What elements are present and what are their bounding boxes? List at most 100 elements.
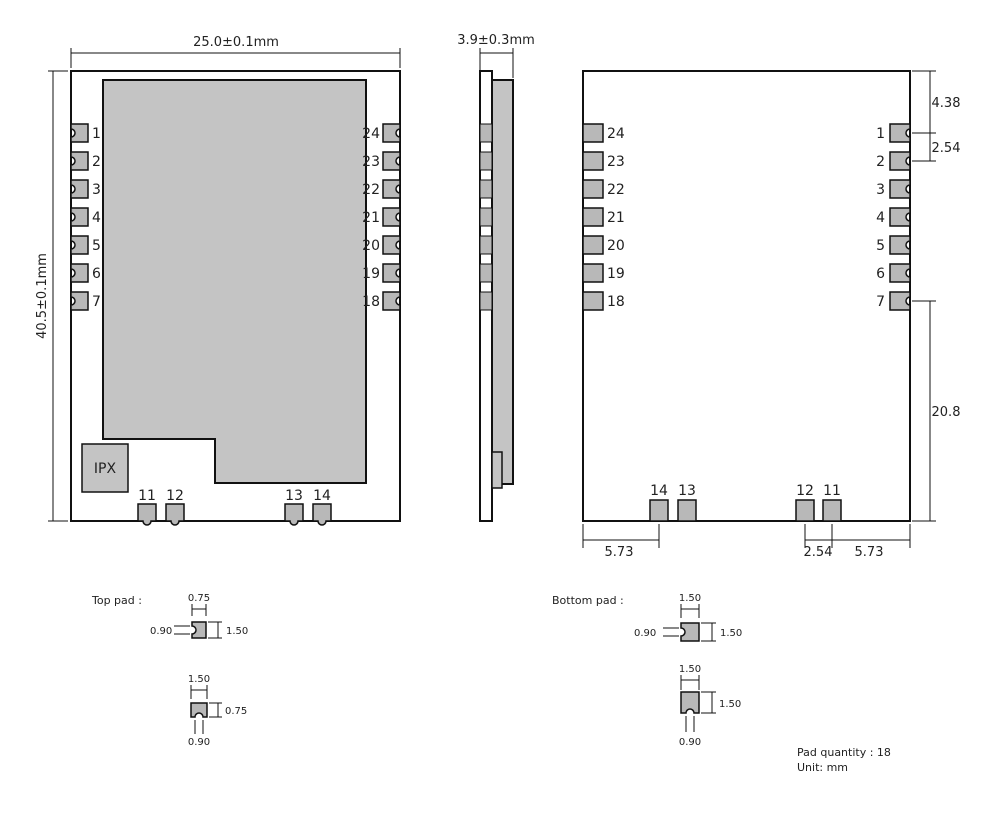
pin-label: 4 (92, 210, 101, 226)
pin-label: 18 (362, 294, 380, 310)
pad-quantity-note: Pad quantity : 18 (797, 746, 891, 759)
bottom-edge-pad (649, 499, 669, 522)
pin-label: 1 (876, 126, 885, 142)
top-pad-v-inner: 0.90 (188, 737, 210, 748)
pin-label: 12 (166, 488, 184, 504)
bottom-left-pad (582, 263, 604, 283)
top-right-pad (382, 179, 401, 199)
bottom-pad-horizontal (680, 622, 700, 642)
top-right-pad (382, 235, 401, 255)
bottom-edge-pad (677, 499, 697, 522)
top-pad-detail: Top pad : 0.75 0.90 1.50 1.50 0.75 0.90 (91, 593, 248, 748)
notes: Pad quantity : 18 Unit: mm (797, 746, 891, 774)
pin-label: 18 (607, 294, 625, 310)
top-right-pad (382, 123, 401, 143)
dim-left-offset: 5.73 (605, 545, 634, 560)
top-pad-h-width: 0.75 (188, 593, 210, 604)
pin-label: 3 (92, 182, 101, 198)
side-ipx (491, 451, 503, 489)
dim-bottom-pitch: 2.54 (804, 545, 833, 560)
side-view: 3.9±0.3mm (457, 33, 535, 522)
ipx-label: IPX (94, 461, 117, 477)
top-pad-title: Top pad : (91, 594, 142, 607)
top-pad-h-length: 1.50 (226, 626, 248, 637)
top-right-pad (382, 151, 401, 171)
pin-label: 19 (362, 266, 380, 282)
bottom-pad-detail: Bottom pad : 1.50 0.90 1.50 1.50 1.50 0.… (552, 593, 742, 748)
top-pad-v-height: 0.75 (225, 706, 247, 717)
pin-label: 12 (796, 483, 814, 499)
top-bottom-pad (165, 503, 185, 526)
ipx-connector (81, 443, 129, 493)
side-pad (479, 207, 493, 227)
bottom-right-pad (889, 151, 911, 171)
side-pad (479, 123, 493, 143)
top-left-pad (70, 235, 89, 255)
bottom-right-pad (889, 263, 911, 283)
top-bottom-pad (312, 503, 332, 526)
pin-label: 20 (362, 238, 380, 254)
pin-label: 20 (607, 238, 625, 254)
pin-label: 24 (607, 126, 625, 142)
bottom-pad-vertical (680, 691, 700, 714)
pin-label: 7 (876, 294, 885, 310)
top-bottom-pad (137, 503, 157, 526)
side-pad (479, 263, 493, 283)
pin-label: 14 (650, 483, 668, 499)
bottom-pad-h-length: 1.50 (720, 628, 742, 639)
right-dimensions: 4.38 2.54 20.8 (912, 70, 961, 522)
pin-label: 14 (313, 488, 331, 504)
pin-label: 2 (876, 154, 885, 170)
dim-pitch: 2.54 (932, 141, 961, 156)
top-pad-h-inner: 0.90 (150, 626, 172, 637)
pin-label: 3 (876, 182, 885, 198)
pin-label: 5 (876, 238, 885, 254)
top-right-pad (382, 263, 401, 283)
pin-label: 23 (362, 154, 380, 170)
bottom-pad-title: Bottom pad : (552, 594, 624, 607)
pin-label: 5 (92, 238, 101, 254)
pin-label: 11 (823, 483, 841, 499)
side-pad (479, 151, 493, 171)
pin-label: 19 (607, 266, 625, 282)
shield-can (102, 79, 367, 484)
top-left-pad (70, 151, 89, 171)
bottom-right-pad (889, 291, 911, 311)
bottom-dimensions: 5.73 2.54 5.73 (582, 524, 911, 560)
bottom-board-outline (582, 70, 911, 522)
top-pad-horizontal (191, 621, 207, 639)
bottom-left-pad (582, 151, 604, 171)
top-left-pad (70, 207, 89, 227)
bottom-pad-v-width: 1.50 (679, 664, 701, 675)
height-label: 40.5±0.1mm (35, 253, 50, 339)
dim-top-offset: 4.38 (932, 96, 961, 111)
side-shield (491, 79, 514, 485)
side-pad (479, 291, 493, 311)
top-left-pad (70, 263, 89, 283)
side-pad (479, 235, 493, 255)
bottom-left-pad (582, 123, 604, 143)
pin-label: 13 (678, 483, 696, 499)
pin-label: 21 (362, 210, 380, 226)
bottom-left-pad (582, 291, 604, 311)
side-pad (479, 179, 493, 199)
bottom-right-pad (889, 123, 911, 143)
pin-label: 7 (92, 294, 101, 310)
pin-label: 22 (362, 182, 380, 198)
top-left-pad (70, 179, 89, 199)
bottom-right-pad (889, 179, 911, 199)
pin-label: 1 (92, 126, 101, 142)
top-bottom-pad (284, 503, 304, 526)
pin-label: 4 (876, 210, 885, 226)
pin-label: 23 (607, 154, 625, 170)
pin-label: 13 (285, 488, 303, 504)
thickness-label: 3.9±0.3mm (457, 33, 535, 48)
pin-label: 21 (607, 210, 625, 226)
bottom-left-pad (582, 179, 604, 199)
unit-note: Unit: mm (797, 761, 848, 774)
top-right-pad (382, 207, 401, 227)
